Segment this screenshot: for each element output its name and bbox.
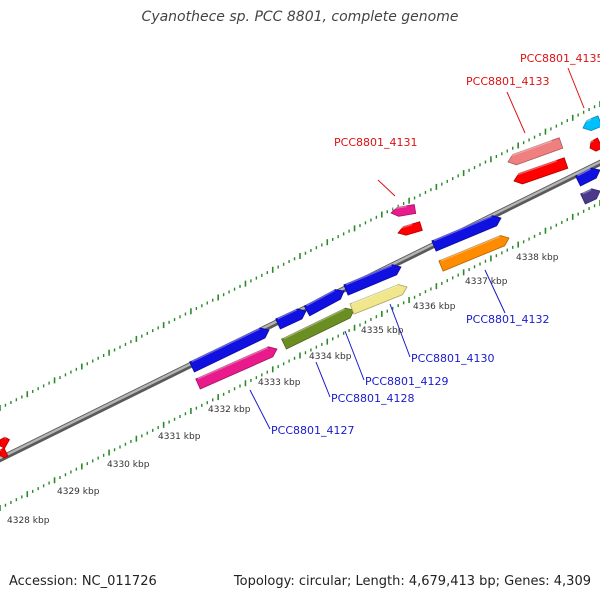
ruler-label: 4338 kbp	[516, 253, 559, 263]
cds-arrow-rev	[589, 137, 600, 152]
cds-arrow-fwd-highlight	[345, 264, 392, 286]
gene-arrow-pcc8801-4131	[390, 204, 417, 217]
gene-label[interactable]: PCC8801_4128	[331, 392, 414, 405]
ruler-ticks	[0, 101, 600, 511]
ruler-label: 4330 kbp	[107, 460, 150, 470]
cds-arrow-rev-highlight	[3, 435, 7, 439]
gene-arrow-dark-highlight	[582, 188, 592, 195]
gene-arrow-pcc8801-4130-highlight	[351, 284, 399, 305]
gene-label[interactable]: PCC8801_4135	[520, 52, 600, 65]
gene-arrow-pcc8801-4135	[582, 115, 600, 132]
cds-arrow-rev-highlight	[513, 159, 558, 177]
callout-line	[315, 361, 331, 398]
callout-line	[377, 179, 396, 197]
callout-line	[567, 67, 585, 109]
cds-arrow-fwd	[431, 215, 502, 252]
callout-line	[484, 269, 506, 314]
gene-arrow-pcc8801-4127-highlight	[197, 346, 268, 380]
accession-text: Accession: NC_011726	[9, 574, 157, 589]
cds-arrow-rev	[0, 447, 9, 459]
cds-arrow-fwd	[343, 264, 402, 296]
cds-arrow-fwd-highlight	[433, 215, 492, 242]
callout-line	[249, 389, 271, 430]
cds-arrow-fwd-highlight	[191, 327, 260, 363]
gene-arrow-pcc8801-4133	[507, 137, 564, 166]
page-title: Cyanothece sp. PCC 8801, complete genome	[141, 9, 459, 25]
gene-arrow-pcc8801-4128-highlight	[283, 307, 345, 340]
callout-lines	[249, 67, 585, 430]
cds-arrow-fwd	[575, 167, 600, 187]
ruler-label: 4337 kbp	[465, 277, 508, 287]
gene-arrow-pcc8801-4127	[195, 346, 278, 390]
cds-arrow-fwd-highlight	[577, 168, 591, 177]
ruler-label: 4331 kbp	[158, 432, 201, 442]
ruler-label: 4332 kbp	[208, 405, 251, 415]
cds-arrow-rev-highlight	[589, 139, 594, 144]
gene-arrow-pcc8801-4132	[438, 235, 510, 272]
callout-line	[344, 330, 365, 381]
cds-arrow-rev	[513, 157, 569, 185]
ruler-label: 4328 kbp	[7, 516, 50, 526]
gene-label[interactable]: PCC8801_4131	[334, 136, 417, 149]
gene-arrow-pcc8801-4132-highlight	[440, 235, 500, 262]
gene-label[interactable]: PCC8801_4127	[271, 424, 354, 437]
cds-arrow-rev-highlight	[0, 448, 2, 452]
gene-label[interactable]: PCC8801_4129	[365, 375, 448, 388]
cds-arrow-fwd	[189, 327, 270, 373]
cds-arrow-fwd	[275, 308, 307, 330]
gene-label[interactable]: PCC8801_4133	[466, 75, 549, 88]
gene-arrow-pcc8801-4128	[281, 307, 355, 350]
callout-line	[506, 91, 526, 134]
cds-arrow-fwd-highlight	[305, 289, 335, 307]
gene-label[interactable]: PCC8801_4132	[466, 313, 549, 326]
cds-arrow-rev-highlight	[398, 223, 413, 230]
gene-arrow-pcc8801-4130	[349, 284, 408, 315]
ruler-label: 4333 kbp	[258, 378, 301, 388]
feature-arrows	[0, 115, 600, 459]
labels: 4328 kbp 4329 kbp 4330 kbp 4331 kbp 4332 kbp…	[7, 52, 600, 526]
ruler-label: 4329 kbp	[57, 487, 100, 497]
cds-arrow-rev	[0, 436, 11, 449]
gene-arrow-pcc8801-4131-highlight	[392, 205, 407, 210]
cds-arrow-fwd-highlight	[277, 308, 297, 320]
gene-arrow-dark	[580, 188, 600, 205]
callout-line	[389, 303, 411, 358]
ruler-label: 4336 kbp	[413, 302, 456, 312]
cds-arrow-fwd	[303, 289, 345, 317]
gene-arrow-pcc8801-4135-highlight	[582, 118, 592, 124]
cds-arrow-rev	[397, 221, 423, 236]
gene-label[interactable]: PCC8801_4130	[411, 352, 494, 365]
gene-arrow-pcc8801-4133-highlight	[507, 139, 553, 158]
genome-stats-text: Topology: circular; Length: 4,679,413 bp…	[233, 574, 591, 589]
ruler-label: 4334 kbp	[309, 352, 352, 362]
ruler-label: 4335 kbp	[361, 326, 404, 336]
